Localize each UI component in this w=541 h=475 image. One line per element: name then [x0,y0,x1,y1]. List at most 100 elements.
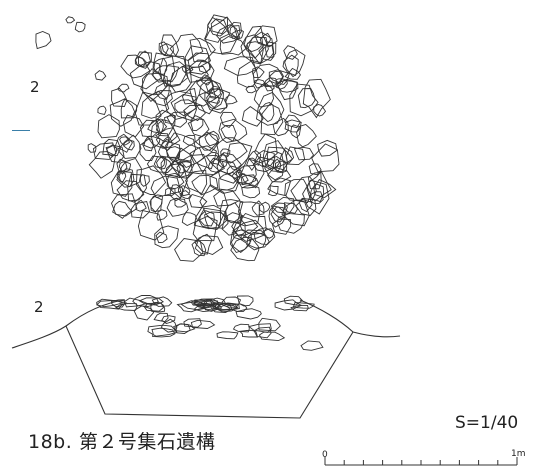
plan-stone [313,104,327,117]
plan-stone [246,157,256,171]
plan-stone [238,212,267,235]
section-label: 2 [34,298,44,316]
plan-stone [163,90,197,120]
plan-stone [289,83,319,117]
plan-stone [114,133,133,153]
plan-stone [254,79,267,89]
plan-stone [174,99,197,117]
plan-stone [146,155,173,173]
section-stone [151,327,176,338]
plan-stone [297,88,316,109]
plan-stone [227,21,242,38]
plan-stone [116,170,127,183]
plan-stone [158,55,189,87]
plan-stone [139,119,161,138]
plan-stone [140,68,168,103]
plan-stone [178,185,191,197]
plan-stone [270,206,285,223]
figure-caption: 18b. 第２号集石遺構 [28,431,216,453]
plan-stone [267,185,279,197]
section-stone [193,301,217,308]
section-stones [96,294,324,351]
plan-stone [230,236,260,262]
plan-stone [166,111,188,128]
plan-stone [194,233,213,255]
section-stone [283,295,303,306]
plan-stone [272,117,289,137]
plan-stone [117,83,130,93]
plan-stone [102,138,121,157]
plan-stone [210,152,243,175]
plan-stone [296,123,317,148]
plan-stone [110,193,138,217]
plan-stone [238,201,260,227]
plan-label: 2 [30,78,40,96]
plan-stone [285,146,306,166]
section-stone [151,296,173,307]
plan-stone [151,65,180,83]
plan-stone [123,139,135,151]
plan-stone [160,43,174,57]
plan-stone [116,180,145,203]
plan-stone [191,174,219,196]
section-stone [290,304,309,312]
plan-stone [154,225,179,249]
plan-stone [174,238,204,262]
plan-stone [283,45,298,60]
plan-stone [169,33,204,61]
plan-stone [313,179,337,198]
plan-stone [206,88,224,109]
plan-stone [194,235,224,255]
section-stone [173,323,196,333]
plan-stone [269,70,285,84]
plan-stone [254,150,276,168]
plan-stone [232,219,266,242]
section-stone [111,299,126,308]
plan-stone [266,146,294,169]
plan-stone [123,114,145,138]
plan-stone [284,67,301,80]
section-ground-line [65,299,126,327]
plan-stone [130,200,151,219]
plan-stone [284,119,302,133]
plan-stone [254,25,278,48]
plan-stone [198,78,224,104]
section-stone [232,323,250,333]
plan-stone [264,155,285,181]
section-stone [201,304,219,312]
plan-stone [118,157,142,188]
plan-stone [306,170,332,202]
plan-stone [162,61,187,88]
plan-stone [271,202,288,219]
plan-stone [223,56,257,76]
plan-stone [271,218,292,235]
plan-stone [189,37,216,63]
plan-stone [265,41,277,58]
section-stone [211,303,239,311]
plan-stone [236,60,259,88]
plan-stone [97,105,107,116]
plan-stone [264,79,275,92]
plan-stone [161,34,179,58]
plan-stone [276,213,305,234]
plan-stone [204,88,231,110]
plan-stone [283,202,299,214]
scale-text: S=1/40 [455,413,519,433]
plan-stone [183,104,206,122]
plan-stone [311,143,340,173]
plan-stone [284,178,312,204]
plan-marker [12,130,30,131]
section-stone [183,318,202,328]
plan-stone [88,151,116,179]
section-right-line [299,299,354,333]
plan-stone [245,85,257,94]
plan-stone [216,158,241,184]
plan-stone [258,102,275,123]
plan-stone [166,197,189,217]
plan-stone [218,171,241,191]
plan-stone [302,179,330,215]
section-stone [96,299,128,310]
plan-stone [116,158,128,175]
plan-stone [164,160,188,199]
